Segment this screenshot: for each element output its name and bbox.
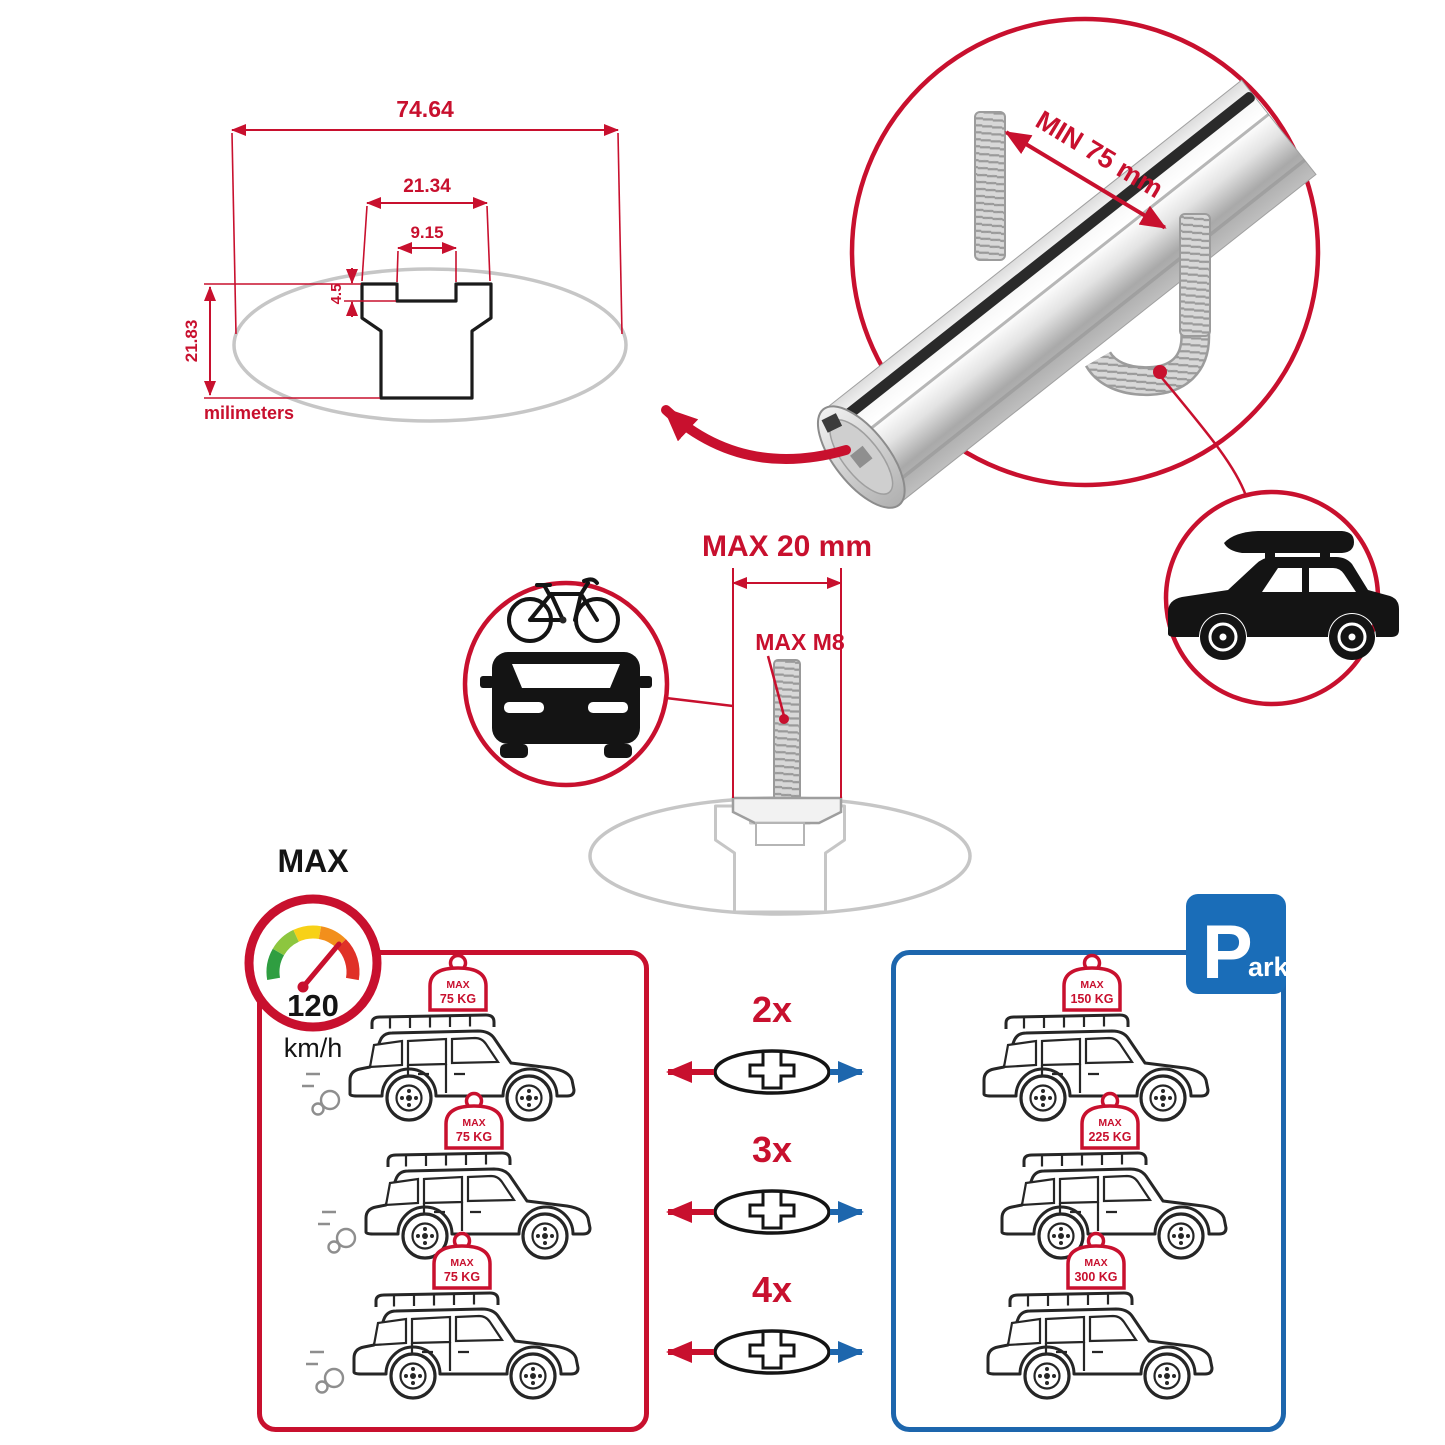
load-badge: MAX 225 KG [1080, 1091, 1140, 1150]
load-badge: MAX 75 KG [444, 1091, 504, 1150]
load-badge: MAX 300 KG [1066, 1231, 1126, 1290]
roofbox-car-circle [1163, 489, 1399, 707]
qty-label-4x: 4x [752, 1269, 792, 1310]
crossbar-section-icon [713, 1329, 831, 1375]
badge-max-label: MAX [1084, 1257, 1107, 1269]
qty-label-3x: 3x [752, 1129, 792, 1170]
badge-max-label: MAX [446, 979, 469, 991]
parked-car-1: MAX 150 KG [982, 953, 1210, 1122]
speed-units: km/h [284, 1033, 343, 1063]
parking-sign: P ark [1186, 894, 1290, 995]
parked-car-3: MAX 300 KG [986, 1231, 1214, 1400]
badge-load-label: 75 KG [444, 1270, 480, 1284]
badge-load-label: 150 KG [1070, 992, 1113, 1006]
badge-max-label: MAX [1098, 1117, 1121, 1129]
speed-value: 120 [287, 988, 339, 1023]
clamp-bolt-far [974, 111, 1006, 261]
bike-car-circle [462, 577, 670, 788]
clamp-bolt-near [1084, 213, 1211, 397]
badge-load-label: 75 KG [440, 992, 476, 1006]
crossbar-tslot-profile [360, 282, 493, 400]
threaded-bolt [773, 659, 801, 801]
badge-max-label: MAX [450, 1257, 473, 1269]
load-badge: MAX 150 KG [1062, 953, 1122, 1012]
thread-point-dot [779, 714, 789, 724]
dim-profile-height-label: 21.83 [182, 320, 201, 363]
bicycle-icon [507, 577, 620, 643]
qty-label-2x: 2x [752, 989, 792, 1030]
speed-limit-gauge: MAX 120 km/h [244, 843, 382, 1063]
tnut-plate [731, 796, 843, 825]
gauge-needle [300, 941, 342, 990]
load-badge: MAX 75 KG [432, 1231, 492, 1290]
closeup-to-profile-arrow [661, 405, 851, 464]
dim-total-width-label: 74.64 [396, 96, 454, 122]
speed-max-label: MAX [277, 843, 349, 879]
max-width-label: MAX 20 mm [702, 530, 872, 563]
dim-channel-width-label: 21.34 [403, 176, 451, 197]
circle-to-bolt-leader [665, 696, 734, 708]
detail-point-dot [1153, 365, 1167, 379]
crossbar-ellipse-outline [232, 267, 628, 423]
parking-suffix: ark [1248, 952, 1290, 982]
parking-letter: P [1202, 910, 1253, 995]
speedometer-icon [266, 925, 360, 981]
ghost-tslot-profile [714, 804, 846, 914]
car-front-view [480, 652, 652, 758]
bar-quantity-column: 2x 3x 4x [666, 989, 864, 1375]
badge-max-label: MAX [1080, 979, 1103, 991]
badge-max-label: MAX [462, 1117, 485, 1129]
suv-with-roofbox [1168, 531, 1399, 660]
badge-load-label: 75 KG [456, 1130, 492, 1144]
crossbar-section-icon [713, 1049, 831, 1095]
max-thread-label: MAX M8 [755, 629, 845, 655]
badge-load-label: 300 KG [1074, 1270, 1117, 1284]
load-badge: MAX 75 KG [428, 953, 488, 1012]
parked-panel: MAX 150 KG MAX 225 KG MAX 300 KG [891, 950, 1286, 1432]
dot-to-car-leader [1161, 377, 1248, 497]
parked-car-2: MAX 225 KG [1000, 1091, 1228, 1260]
badge-load-label: 225 KG [1088, 1130, 1131, 1144]
driving-car-3: MAX 75 KG [306, 1231, 580, 1400]
crossbar-section-icon [713, 1189, 831, 1235]
bar-closeup-circle: MIN 75 mm [816, 16, 1321, 509]
driving-car-2: MAX 75 KG [318, 1091, 592, 1260]
dim-slot-width-label: 9.15 [410, 223, 443, 242]
parking-sign-board [1186, 894, 1286, 994]
tnut-body [755, 822, 805, 846]
driving-car-1: MAX 75 KG [302, 953, 576, 1122]
driving-panel: MAX 75 KG MAX 75 KG MAX 75 KG [257, 950, 649, 1432]
roof-box [1224, 531, 1354, 553]
units-label: milimeters [204, 403, 294, 423]
bolt-spec-diagram: MAX 20 mm MAX M8 [462, 530, 972, 916]
dim-lip-depth-label: 4.5 [328, 284, 345, 305]
profile-dimension-diagram: 74.64 21.34 9.15 4.5 21.83 milimeters [182, 96, 628, 423]
gauge-ring [244, 894, 382, 1032]
